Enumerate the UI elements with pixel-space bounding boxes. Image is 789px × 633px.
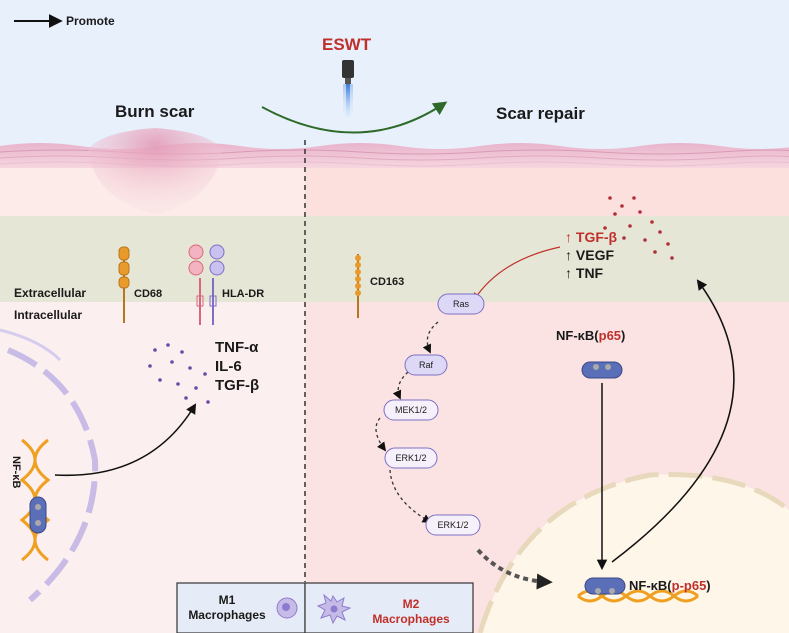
scar-repair-label: Scar repair bbox=[496, 104, 585, 123]
m1-cytokine: TGF-β bbox=[215, 377, 260, 394]
cd68-label: CD68 bbox=[134, 288, 163, 300]
m2-macrophage-icon bbox=[316, 593, 352, 625]
m2-legend-label: M2 Macrophages bbox=[352, 597, 470, 627]
nfkb-p65-label: NF-κB(p65) bbox=[556, 328, 626, 343]
m2-legend-line2: Macrophages bbox=[372, 612, 450, 626]
cascade-arrow-4 bbox=[389, 469, 432, 523]
tgf-feedback-arrow bbox=[473, 246, 561, 302]
kinase-mek bbox=[383, 399, 439, 421]
m1-macrophage-icon bbox=[276, 597, 298, 619]
eswt-probe-icon bbox=[342, 60, 354, 118]
m1-legend-line1: M1 bbox=[218, 593, 236, 607]
kinase-raf bbox=[404, 354, 448, 376]
m2-secreted-list: ↑ TGF-β ↑ VEGF ↑ TNF bbox=[565, 228, 617, 282]
eswt-label: ESWT bbox=[322, 35, 372, 54]
m1-cytokine: TNF-α bbox=[215, 339, 259, 356]
kinase-mek-label: MEK1/2 bbox=[394, 405, 427, 415]
m1-release-arrow bbox=[54, 403, 197, 477]
dermis-right bbox=[305, 160, 789, 218]
secreted-factor: ↑ VEGF bbox=[565, 247, 615, 263]
membrane-band bbox=[0, 216, 789, 302]
promote-legend-label: Promote bbox=[66, 14, 115, 28]
cascade-arrow-1 bbox=[422, 321, 439, 354]
cd163-label: CD163 bbox=[370, 276, 405, 288]
secreted-factor: ↑ TNF bbox=[565, 265, 604, 281]
m1-dna-helix-icon bbox=[19, 438, 51, 562]
extracellular-label: Extracellular bbox=[14, 286, 87, 300]
cascade-arrow-2 bbox=[392, 371, 409, 400]
m2-nucleus bbox=[480, 474, 789, 633]
m1-nucleus-outline bbox=[6, 347, 99, 603]
cascade-arrow-3 bbox=[375, 417, 387, 452]
m2-dna-helix-icon bbox=[577, 577, 699, 603]
m2-nucleus-outline bbox=[477, 471, 789, 633]
hladr-receptor-icon bbox=[188, 244, 225, 325]
nfkb-pp65-label: NF-κB(p-p65) bbox=[629, 578, 711, 593]
nfkb-p65-complex-icon bbox=[581, 361, 623, 379]
cascade-arrow-5 bbox=[476, 548, 553, 590]
m1-legend-line2: Macrophages bbox=[188, 608, 266, 622]
m1-cell-edge bbox=[0, 328, 62, 362]
hladr-label: HLA-DR bbox=[222, 288, 265, 300]
intracellular-label: Intracellular bbox=[14, 308, 83, 322]
m1-cytokine-particles bbox=[148, 343, 210, 404]
kinase-erk-1-label: ERK1/2 bbox=[395, 453, 427, 463]
cd163-receptor-icon bbox=[355, 254, 361, 318]
m1-legend-label: M1 Macrophages bbox=[182, 593, 272, 623]
m1-cytokine: IL-6 bbox=[215, 358, 242, 375]
kinase-erk-2 bbox=[425, 514, 481, 536]
burn-scar-label: Burn scar bbox=[115, 102, 195, 121]
m1-nfkb-label: NF-κB bbox=[10, 456, 22, 489]
m1-cytokine-list: TNF-α IL-6 TGF-β bbox=[215, 338, 259, 395]
burn-scar-lesion bbox=[88, 128, 222, 214]
sky-region bbox=[0, 0, 789, 150]
kinase-erk-2-label: ERK1/2 bbox=[437, 520, 469, 530]
secreted-factor: ↑ TGF-β bbox=[565, 229, 618, 245]
m2-legend-line1: M2 bbox=[402, 597, 420, 611]
cd68-receptor-icon bbox=[118, 246, 130, 323]
secretion-arrow bbox=[611, 279, 735, 563]
kinase-ras bbox=[437, 293, 485, 315]
kinase-ras-label: Ras bbox=[452, 299, 469, 309]
transition-arrow bbox=[261, 101, 448, 134]
m2-secreted-particles bbox=[603, 196, 674, 260]
kinase-erk-1 bbox=[384, 447, 438, 469]
kinase-raf-label: Raf bbox=[418, 360, 433, 370]
